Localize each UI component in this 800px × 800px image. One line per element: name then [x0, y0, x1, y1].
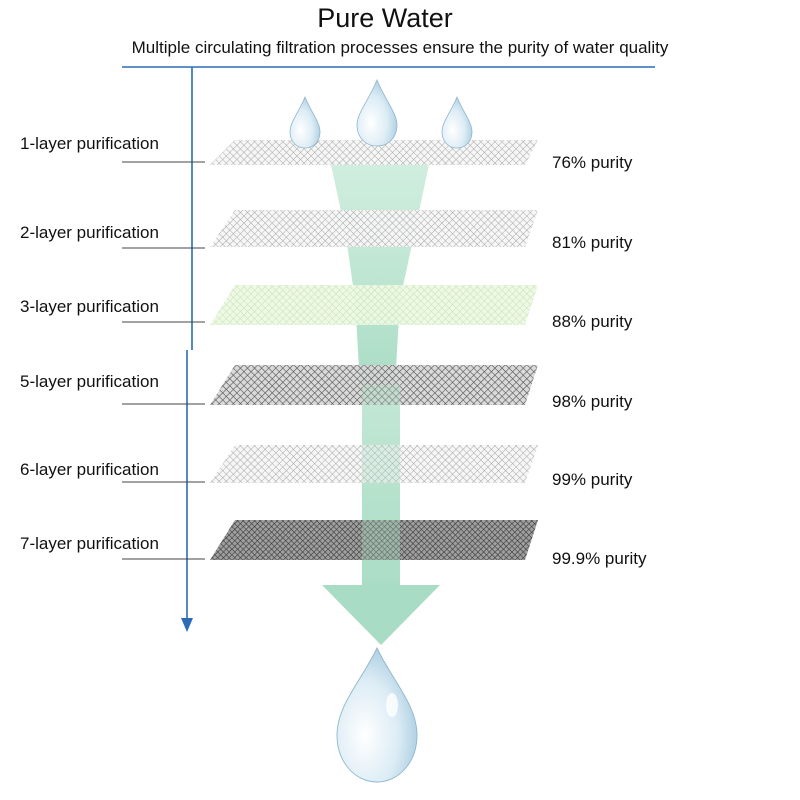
layer-label-5: 5-layer purification — [20, 372, 159, 391]
layer-label-1: 1-layer purification — [20, 134, 159, 153]
water-drop-icon — [441, 95, 473, 149]
purity-label-3: 88% purity — [552, 312, 633, 331]
layer-label-2: 2-layer purification — [20, 223, 159, 242]
purity-label-1: 76% purity — [552, 153, 633, 172]
mesh-layer-3 — [210, 285, 538, 325]
page-title: Pure Water — [317, 3, 453, 33]
purity-label-7: 99.9% purity — [552, 549, 647, 568]
flow-arrow-head — [322, 585, 440, 645]
mesh-layer-6 — [210, 445, 538, 483]
water-drop-icon — [336, 646, 418, 783]
water-drop-icon — [356, 78, 398, 147]
drop-highlight — [386, 693, 398, 717]
layer-label-6: 6-layer purification — [20, 460, 159, 479]
purity-label-2: 81% purity — [552, 233, 633, 252]
flow-overlay — [362, 385, 400, 565]
layer-label-3: 3-layer purification — [20, 297, 159, 316]
flow-funnel — [330, 160, 430, 385]
page-subtitle: Multiple circulating filtration processe… — [131, 38, 669, 57]
purity-label-5: 98% purity — [552, 392, 633, 411]
water-drop-icon — [289, 95, 321, 149]
layer-label-7: 7-layer purification — [20, 534, 159, 553]
purity-label-6: 99% purity — [552, 470, 633, 489]
mesh-layer-7 — [210, 520, 538, 560]
mesh-layer-2 — [210, 210, 538, 247]
mesh-layer-5 — [210, 365, 538, 405]
axis-arrow-head — [181, 618, 193, 632]
